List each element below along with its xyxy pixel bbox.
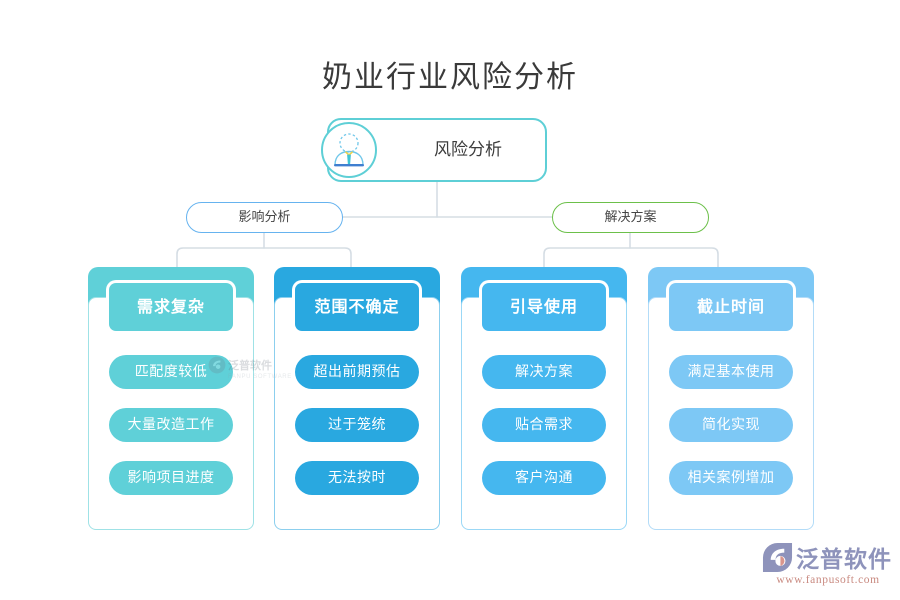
- list-item[interactable]: 相关案例增加: [669, 461, 793, 495]
- fanpu-logo-text: 泛普软件: [796, 547, 892, 573]
- card-header-2: 引导使用: [482, 283, 606, 331]
- card-items-1: 超出前期预估 过于笼统 无法按时: [274, 355, 440, 495]
- fanpu-logo-icon: [762, 542, 793, 572]
- branch-impact-analysis-label: 影响分析: [238, 210, 291, 225]
- list-item[interactable]: 过于笼统: [295, 408, 419, 442]
- list-item[interactable]: 解决方案: [482, 355, 606, 389]
- list-item[interactable]: 客户沟通: [482, 461, 606, 495]
- branch-impact-analysis[interactable]: 影响分析: [186, 202, 343, 233]
- list-item[interactable]: 影响项目进度: [109, 461, 233, 495]
- branch-solution[interactable]: 解决方案: [552, 202, 709, 233]
- category-card-0[interactable]: 需求复杂 匹配度较低 大量改造工作 影响项目进度: [88, 267, 254, 530]
- root-node-label: 风险分析: [434, 140, 502, 160]
- card-header-1: 范围不确定: [295, 283, 419, 331]
- fanpu-logo-watermark: 泛普软件 www.fanpusoft.com: [762, 541, 894, 591]
- list-item[interactable]: 满足基本使用: [669, 355, 793, 389]
- card-items-2: 解决方案 贴合需求 客户沟通: [461, 355, 627, 495]
- category-card-1[interactable]: 范围不确定 超出前期预估 过于笼统 无法按时: [274, 267, 440, 530]
- person-icon: [321, 122, 377, 178]
- category-card-3[interactable]: 截止时间 满足基本使用 简化实现 相关案例增加: [648, 267, 814, 530]
- list-item[interactable]: 大量改造工作: [109, 408, 233, 442]
- branch-solution-label: 解决方案: [604, 210, 657, 225]
- category-card-2[interactable]: 引导使用 解决方案 贴合需求 客户沟通: [461, 267, 627, 530]
- card-header-0: 需求复杂: [109, 283, 233, 331]
- list-item[interactable]: 简化实现: [669, 408, 793, 442]
- list-item[interactable]: 匹配度较低: [109, 355, 233, 389]
- page-title: 奶业行业风险分析: [322, 60, 578, 95]
- list-item[interactable]: 超出前期预估: [295, 355, 419, 389]
- list-item[interactable]: 无法按时: [295, 461, 419, 495]
- card-header-3: 截止时间: [669, 283, 793, 331]
- list-item[interactable]: 贴合需求: [482, 408, 606, 442]
- fanpu-logo-url: www.fanpusoft.com: [776, 574, 880, 586]
- card-items-0: 匹配度较低 大量改造工作 影响项目进度: [88, 355, 254, 495]
- card-items-3: 满足基本使用 简化实现 相关案例增加: [648, 355, 814, 495]
